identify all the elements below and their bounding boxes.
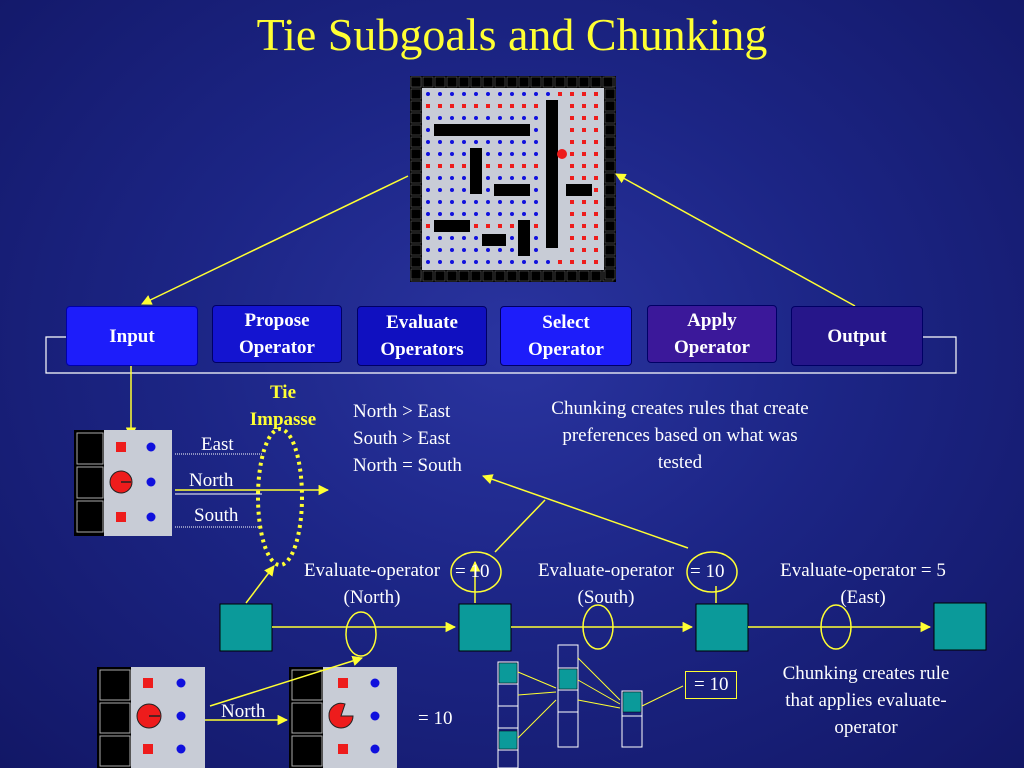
phase-propose-operator: Propose Operator bbox=[212, 305, 342, 363]
value-chunk-result: = 10 bbox=[685, 671, 738, 699]
state-box bbox=[458, 603, 512, 652]
evaluation-north: Evaluate-operator (North) bbox=[303, 560, 441, 608]
phase-apply-operator: Apply Operator bbox=[647, 305, 777, 363]
slide-title: Tie Subgoals and Chunking bbox=[256, 9, 768, 60]
tie-impasse-label: Tie Impasse bbox=[249, 382, 317, 430]
chunk-note-top: Chunking creates rules that create prefe… bbox=[551, 398, 809, 473]
bottom-world-1 bbox=[97, 667, 205, 768]
value-south: = 10 bbox=[690, 561, 725, 582]
arrow-world-to-input bbox=[141, 175, 409, 305]
state-box bbox=[933, 602, 987, 651]
eaters-world bbox=[410, 76, 616, 282]
substate-mini-world bbox=[74, 430, 172, 536]
phase-select-operator: Select Operator bbox=[500, 306, 632, 366]
value-bottom: = 10 bbox=[418, 708, 453, 729]
direction-south: South bbox=[194, 505, 239, 526]
phase-evaluate-operators: Evaluate Operators bbox=[357, 306, 487, 366]
evaluation-east: Evaluate-operator = 5 (East) bbox=[780, 560, 946, 608]
value-north: = 10 bbox=[455, 561, 490, 582]
preference-1: North > East bbox=[353, 401, 451, 422]
phase-input: Input bbox=[66, 306, 198, 366]
direction-east: East bbox=[201, 434, 234, 455]
state-box bbox=[695, 603, 749, 652]
tie-impasse-ellipse bbox=[256, 427, 304, 567]
direction-north-bottom: North bbox=[221, 701, 266, 722]
preference-3: North = South bbox=[353, 455, 462, 476]
direction-north: North bbox=[189, 470, 234, 491]
arrow-output-to-world bbox=[615, 173, 856, 307]
chunk-graph bbox=[497, 644, 684, 768]
chunk-note-bottom: Chunking creates rule that applies evalu… bbox=[782, 663, 950, 738]
bottom-world-2 bbox=[289, 667, 397, 768]
evaluation-south: Evaluate-operator (South) bbox=[537, 560, 675, 608]
state-box bbox=[219, 603, 273, 652]
cycle-loop-line bbox=[45, 336, 957, 374]
eater-agent-icon bbox=[557, 149, 567, 159]
preference-2: South > East bbox=[353, 428, 451, 449]
phase-output: Output bbox=[791, 306, 923, 366]
arrow-chunk-to-preferences bbox=[482, 474, 689, 549]
